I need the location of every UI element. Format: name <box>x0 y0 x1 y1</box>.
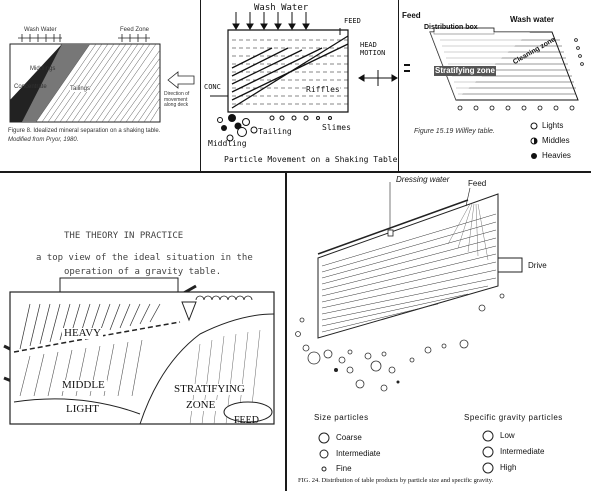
idealized-separation-diagram <box>9 34 195 123</box>
size-intermediate: Intermediate <box>336 449 381 458</box>
tailings-label: Tailings <box>70 86 91 92</box>
size-fine: Fine <box>336 464 352 473</box>
middling-label: Middling <box>208 139 247 148</box>
gravity-intermediate: Intermediate <box>500 447 545 456</box>
panel-particle-movement: Wash Water FEED HEAD MOTION CONC Riffles… <box>202 0 398 170</box>
panel3-caption: Figure 15.19 Wilfley table. <box>414 128 495 135</box>
panel-wilfley-table: Feed Distribution box Wash water Stratif… <box>400 0 591 170</box>
wash-water-label: Wash Water <box>254 3 309 13</box>
wash-water-label: Wash Water <box>24 27 57 33</box>
zone-label: ZONE <box>184 399 218 411</box>
theory-heading: THE THEORY IN PRACTICE <box>64 231 184 241</box>
stratifying-zone-label: Stratifying zone <box>434 66 497 76</box>
size-particles-heading: Size particles <box>314 413 369 422</box>
middlings-label: Middlings <box>30 66 56 72</box>
feed-zone-label: Feed Zone <box>120 27 150 33</box>
size-gravity-table-diagram <box>295 182 523 474</box>
tailing-label: Tailing <box>258 127 292 136</box>
feed-label: Feed <box>468 179 487 188</box>
vertical-divider-top-2 <box>398 0 399 172</box>
middle-label: MIDDLE <box>60 379 107 391</box>
panel-idealized-separation: Wash Water Feed Zone Middlings Concentra… <box>0 0 200 170</box>
panel1-caption-line1: Figure 8. Idealized mineral separation o… <box>8 128 161 134</box>
drive-label: Drive <box>528 261 547 270</box>
direction-label: Direction of movement along deck <box>164 91 190 108</box>
wash-water-label: Wash water <box>510 15 555 24</box>
vertical-divider-bottom <box>285 172 287 491</box>
heavy-label: HEAVY <box>62 327 104 339</box>
distribution-box-label: Distribution box <box>424 24 478 31</box>
vertical-divider-top-1 <box>200 0 201 172</box>
riffles-label: Riffles <box>306 85 340 94</box>
conc-label: CONC <box>204 83 221 91</box>
feed-label: FEED <box>234 415 259 426</box>
gravity-particles-heading: Specific gravity particles <box>464 413 563 422</box>
gravity-high: High <box>500 463 517 472</box>
concentrate-label: Concentrate <box>14 84 47 90</box>
fig24-caption: FIG. 24. Distribution of table products … <box>298 477 494 484</box>
legend-heavies: Heavies <box>542 151 571 160</box>
stratifying-label: STRATIFYING <box>172 383 247 395</box>
theory-subtitle-line2: operation of a gravity table. <box>64 267 222 277</box>
feed-label: Feed <box>402 11 421 20</box>
legend-middles: Middles <box>542 136 570 145</box>
gravity-table-top-view <box>3 277 275 425</box>
dressing-water-label: Dressing water <box>396 175 450 184</box>
light-label: LIGHT <box>64 403 101 415</box>
legend-lights: Lights <box>542 121 564 130</box>
slimes-label: Slimes <box>322 123 351 132</box>
size-coarse: Coarse <box>336 433 362 442</box>
shaking-table-diagram <box>210 12 398 142</box>
panel1-caption-line2: Modified from Pryor, 1980. <box>8 137 79 143</box>
theory-subtitle-line1: a top view of the ideal situation in the <box>36 253 253 263</box>
panel-distribution-by-size: Dressing water Feed Drive Size particles… <box>288 174 591 491</box>
head-motion-label: HEAD MOTION <box>360 41 386 57</box>
horizontal-divider <box>0 171 591 173</box>
panel-theory-in-practice: THE THEORY IN PRACTICE a top view of the… <box>0 174 285 491</box>
gravity-low: Low <box>500 431 515 440</box>
feed-label: FEED <box>344 17 361 25</box>
panel2-title: Particle Movement on a Shaking Table <box>224 155 398 164</box>
